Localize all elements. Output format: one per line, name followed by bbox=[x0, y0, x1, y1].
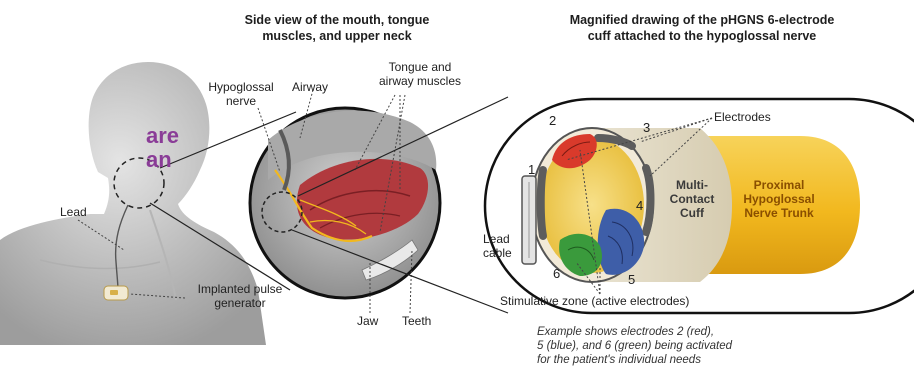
right-header: Magnified drawing of the pHGNS 6-electro… bbox=[552, 12, 852, 44]
label-trunk-line-1: Proximal bbox=[733, 178, 825, 192]
label-trunk-line-2: Hypoglossal bbox=[733, 192, 825, 206]
label-cuff-line-3: Cuff bbox=[660, 206, 724, 220]
label-trunk-line-3: Nerve Trunk bbox=[733, 206, 825, 220]
label-tongue-line-2: airway muscles bbox=[365, 74, 475, 88]
label-cuff: Multi- Contact Cuff bbox=[660, 178, 724, 220]
label-airway: Airway bbox=[292, 80, 328, 94]
caption-line-3: for the patient's individual needs bbox=[537, 353, 732, 367]
electrode-number-3: 3 bbox=[643, 120, 650, 135]
left-header-line-2: muscles, and upper neck bbox=[222, 28, 452, 44]
electrode-number-4: 4 bbox=[636, 198, 643, 213]
label-cuff-line-1: Multi- bbox=[660, 178, 724, 192]
label-lead-cable: Lead cable bbox=[483, 232, 512, 260]
label-lead: Lead bbox=[60, 205, 87, 219]
left-header-line-1: Side view of the mouth, tongue bbox=[222, 12, 452, 28]
label-tongue-line-1: Tongue and bbox=[365, 60, 475, 74]
electrode-number-1: 1 bbox=[528, 162, 535, 177]
electrode-number-2: 2 bbox=[549, 113, 556, 128]
label-hypoglossal-line-2: nerve bbox=[200, 94, 282, 108]
right-header-line-2: cuff attached to the hypoglossal nerve bbox=[552, 28, 852, 44]
cropped-title-line-2: an bbox=[146, 148, 179, 172]
label-pulse-line-2: generator bbox=[185, 296, 295, 310]
left-header: Side view of the mouth, tongue muscles, … bbox=[222, 12, 452, 44]
electrode-number-6: 6 bbox=[553, 266, 560, 281]
label-jaw: Jaw bbox=[357, 314, 378, 328]
mouth-side-view bbox=[250, 108, 440, 298]
caption: Example shows electrodes 2 (red), 5 (blu… bbox=[537, 325, 732, 367]
label-pulse-generator: Implanted pulse generator bbox=[185, 282, 295, 310]
label-hypoglossal-line-1: Hypoglossal bbox=[200, 80, 282, 94]
label-nerve-trunk: Proximal Hypoglossal Nerve Trunk bbox=[733, 178, 825, 220]
caption-line-1: Example shows electrodes 2 (red), bbox=[537, 325, 732, 339]
label-pulse-line-1: Implanted pulse bbox=[185, 282, 295, 296]
label-cuff-line-2: Contact bbox=[660, 192, 724, 206]
caption-line-2: 5 (blue), and 6 (green) being activated bbox=[537, 339, 732, 353]
cropped-title: are an bbox=[146, 124, 179, 172]
right-header-line-1: Magnified drawing of the pHGNS 6-electro… bbox=[552, 12, 852, 28]
label-hypoglossal-nerve: Hypoglossal nerve bbox=[200, 80, 282, 108]
label-tongue-muscles: Tongue and airway muscles bbox=[365, 60, 475, 88]
label-lead-cable-line-1: Lead bbox=[483, 232, 512, 246]
label-teeth: Teeth bbox=[402, 314, 431, 328]
cropped-title-line-1: are bbox=[146, 124, 179, 148]
label-lead-cable-line-2: cable bbox=[483, 246, 512, 260]
electrode-number-5: 5 bbox=[628, 272, 635, 287]
label-electrodes: Electrodes bbox=[714, 110, 771, 124]
label-stimulative-zone: Stimulative zone (active electrodes) bbox=[500, 294, 689, 308]
